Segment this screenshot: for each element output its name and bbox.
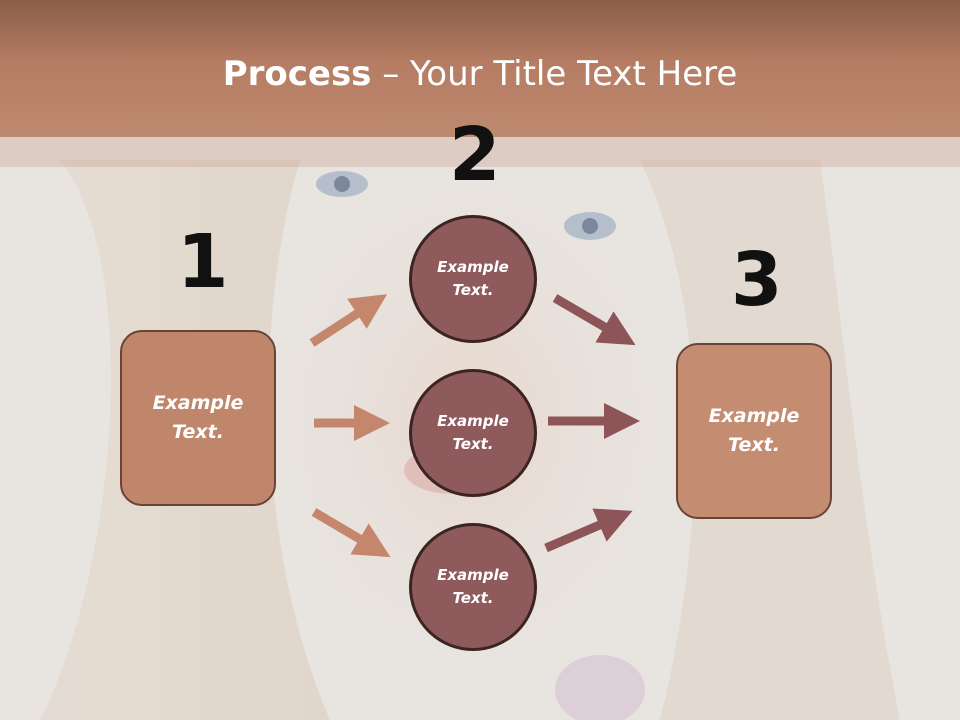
step-number-3: 3 [731, 237, 783, 323]
circle-top: Example Text. [409, 215, 537, 343]
title-bar [0, 0, 960, 137]
arrow-top-to-3 [552, 294, 636, 346]
step-number-1: 1 [177, 219, 229, 305]
arrow-1-to-bottom [311, 508, 391, 558]
title-strong: Process [222, 54, 372, 94]
step-3-box: Example Text. [676, 343, 832, 519]
arrow-1-to-top [309, 294, 388, 347]
circle-middle: Example Text. [409, 369, 537, 497]
circle-bottom: Example Text. [409, 523, 537, 651]
circle-middle-text: Example Text. [437, 412, 509, 453]
circle-bottom-text: Example Text. [437, 566, 509, 607]
step-1-box: Example Text. [120, 330, 276, 506]
flower [555, 655, 645, 720]
circle-top-text: Example Text. [437, 258, 509, 299]
title-bar-band [0, 137, 960, 167]
step-number-2: 2 [449, 112, 501, 198]
arrow-bottom-to-3 [544, 508, 633, 553]
title-rest: – Your Title Text Here [371, 54, 738, 94]
step-1-text: Example Text. [152, 392, 244, 443]
step-3-text: Example Text. [708, 405, 800, 456]
slide-title: Process – Your Title Text Here [0, 52, 960, 96]
